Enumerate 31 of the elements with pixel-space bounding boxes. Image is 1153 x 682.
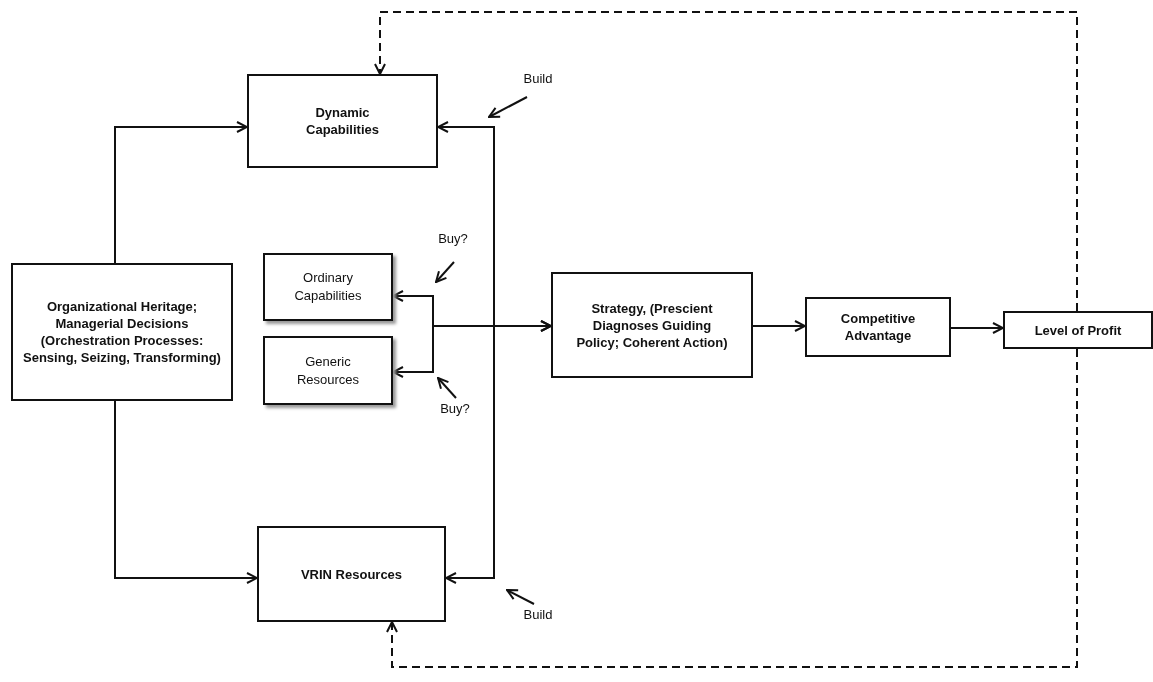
process-box [551, 272, 753, 378]
box-text: Ordinary Capabilities [293, 269, 363, 305]
box-text: Competitive Advantage [839, 310, 917, 344]
process-box [247, 74, 438, 168]
process-box [263, 336, 393, 405]
pointer-arrow [435, 261, 455, 283]
box-text: Strategy, (Prescient Diagnoses Guiding Policy; Coherent Action) [575, 299, 729, 351]
arrow [950, 322, 1004, 334]
feedback-arrow [386, 348, 1078, 668]
pointer-arrow [437, 377, 457, 399]
arrow [392, 320, 552, 378]
process-box [805, 297, 951, 357]
box-text: VRIN Resources [299, 565, 404, 583]
arrow [114, 400, 258, 584]
box-text: Organizational Heritage; Managerial Decisions (Orchestration Processes: Sensing, Seizing, Transforming) [22, 298, 222, 366]
box-text: Dynamic Capabilities [305, 104, 380, 138]
feedback-arrow [374, 11, 1078, 312]
process-box [263, 253, 393, 321]
box-text: Generic Resources [295, 352, 361, 389]
pointer-arrow [506, 589, 535, 605]
arrow-label: Buy? [432, 228, 474, 248]
arrow-label: Build [517, 604, 559, 624]
arrow [114, 121, 248, 264]
box-text: Level of Profit [1033, 321, 1123, 339]
arrow-label: Buy? [434, 398, 476, 418]
process-box [257, 526, 446, 622]
process-box [11, 263, 233, 401]
pointer-arrow [488, 96, 528, 118]
process-box [1003, 311, 1153, 349]
arrow [752, 320, 806, 332]
arrow-label: Build [517, 68, 559, 88]
